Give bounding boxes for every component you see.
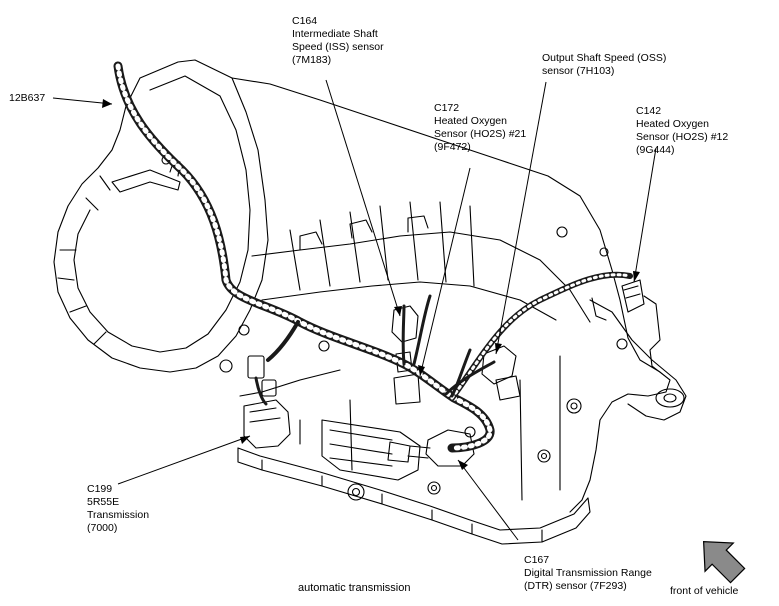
label-12b637: 12B637 — [9, 92, 46, 104]
oil-pan — [237, 447, 589, 531]
transmission-case — [231, 77, 671, 513]
leader-c142 — [633, 147, 657, 283]
leader-c199 — [117, 435, 251, 485]
arrow-front-icon — [702, 540, 746, 584]
c164-connector — [391, 305, 419, 343]
bell-housing — [53, 59, 269, 373]
leader-c167 — [457, 459, 519, 541]
leader-c164 — [325, 79, 401, 317]
label-c199: C199 5R55E Transmission (7000) — [87, 483, 150, 534]
label-c164: C164 Intermediate Shaft Speed (ISS) sens… — [292, 15, 384, 66]
c167-connector — [425, 429, 475, 467]
leader-12b637 — [52, 97, 113, 105]
front-of-vehicle-label: front of vehicle — [670, 585, 739, 597]
leader-c172 — [419, 167, 471, 377]
diagram-caption: automatic transmission — [298, 582, 411, 594]
label-c167: C167 Digital Transmission Range (DTR) se… — [524, 554, 652, 592]
label-oss: Output Shaft Speed (OSS) sensor (7H103) — [542, 52, 667, 77]
c199-connector — [243, 399, 291, 449]
label-c142: C142 Heated Oxygen Sensor (HO2S) #12 (9G… — [636, 105, 729, 156]
leader-oss — [495, 81, 547, 355]
oss-connector — [481, 345, 517, 385]
extension-housing — [589, 299, 687, 421]
label-c172: C172 Heated Oxygen Sensor (HO2S) #21 (9F… — [434, 102, 527, 153]
